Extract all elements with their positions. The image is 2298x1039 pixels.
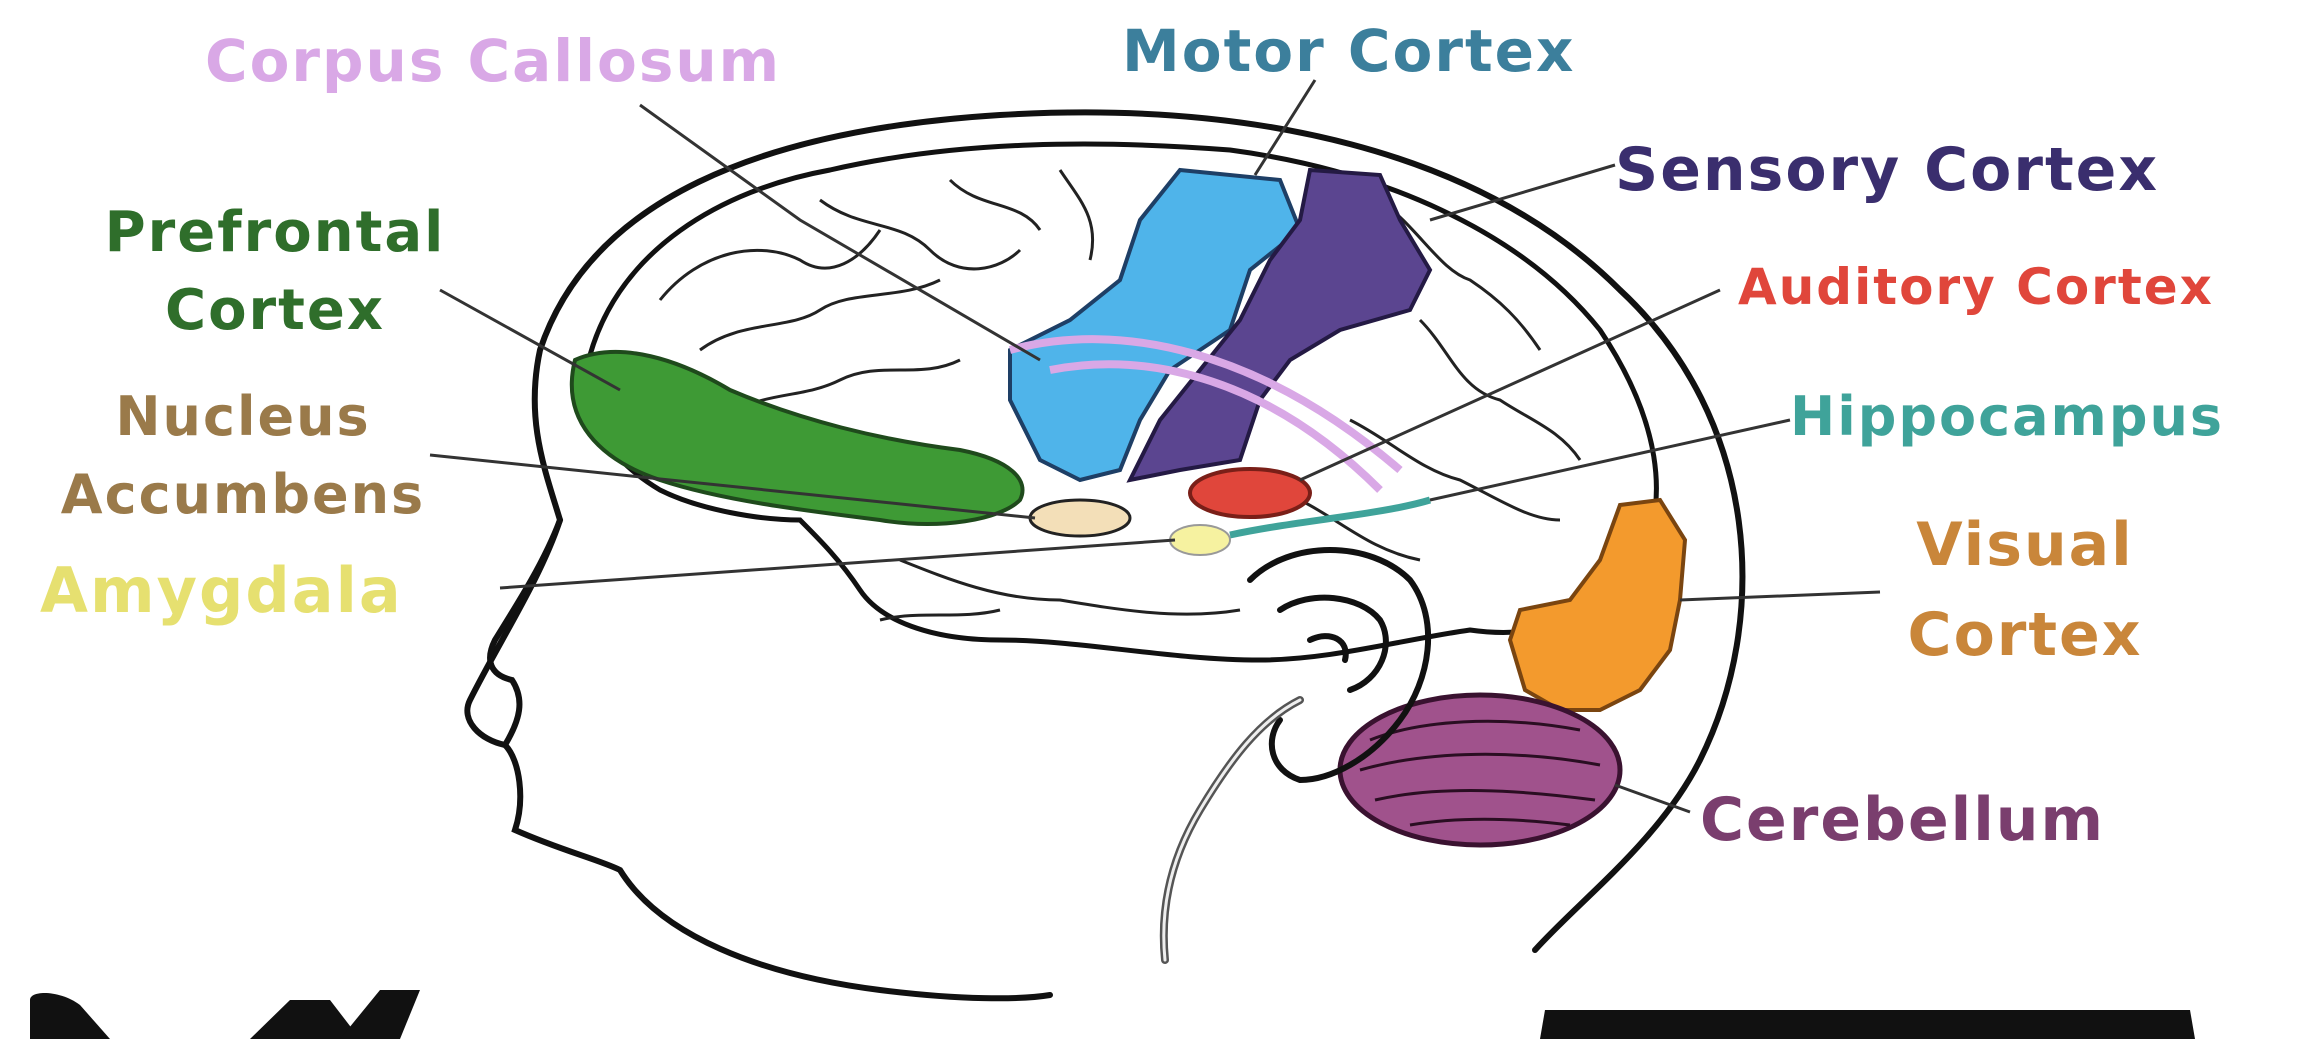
auditory-region xyxy=(1190,469,1310,517)
label-nucleus-accumbens: Nucleus Accumbens xyxy=(28,390,458,522)
label-visual-line2: Cortex xyxy=(1860,605,2190,665)
label-prefrontal-line1: Prefrontal xyxy=(75,205,475,261)
label-sensory-cortex: Sensory Cortex xyxy=(1615,140,2159,200)
label-corpus-callosum: Corpus Callosum xyxy=(205,32,781,90)
amygdala-region xyxy=(1170,525,1230,555)
earbud-wire-icon xyxy=(1164,700,1300,960)
label-auditory-cortex: Auditory Cortex xyxy=(1738,262,2214,312)
label-nucleus-line2: Accumbens xyxy=(28,468,458,522)
bottom-title-fragment xyxy=(30,990,2195,1039)
label-prefrontal-cortex: Prefrontal Cortex xyxy=(75,205,475,339)
cerebellum-region xyxy=(1340,695,1620,845)
label-hippocampus: Hippocampus xyxy=(1790,390,2224,444)
label-amygdala: Amygdala xyxy=(40,560,403,622)
label-motor-cortex: Motor Cortex xyxy=(1122,22,1575,80)
label-nucleus-line1: Nucleus xyxy=(28,390,458,444)
nucleus-accumbens-region xyxy=(1030,500,1130,536)
label-prefrontal-line2: Cortex xyxy=(75,283,475,339)
leader-visual xyxy=(1680,592,1880,600)
label-visual-line1: Visual xyxy=(1860,515,2190,575)
label-visual-cortex: Visual Cortex xyxy=(1860,515,2190,665)
label-cerebellum: Cerebellum xyxy=(1700,790,2105,850)
